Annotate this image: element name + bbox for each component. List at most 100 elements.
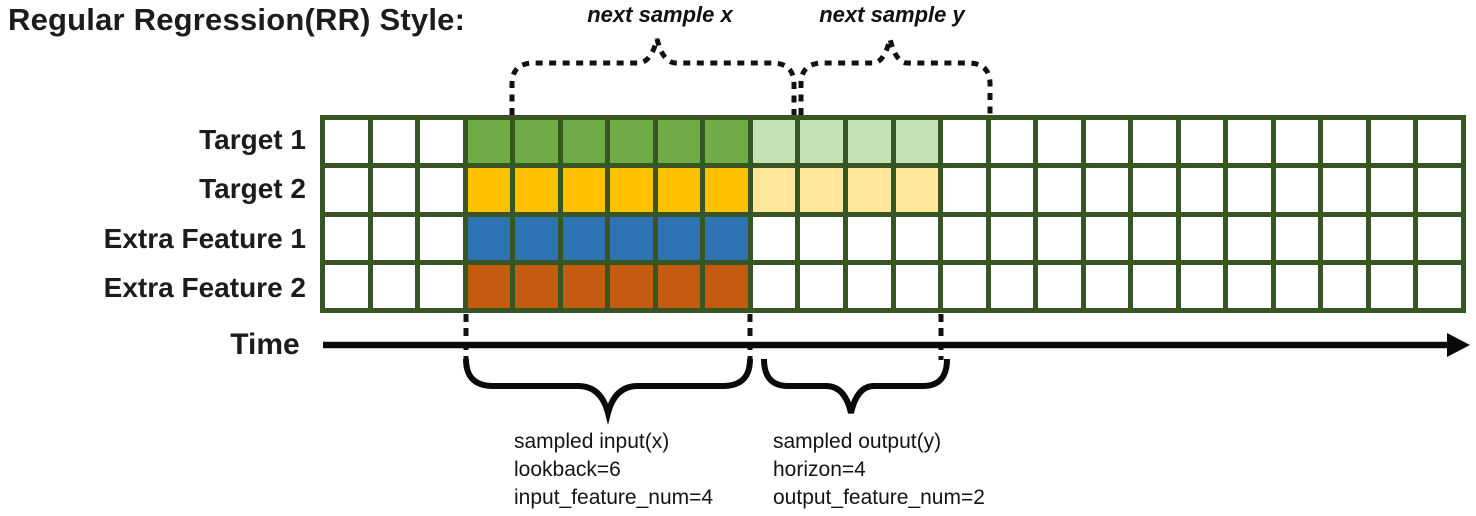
cell-r1-c23 [1418,168,1461,212]
cell-r2-c17 [1133,216,1176,260]
cell-r0-c2 [420,120,463,164]
cell-r1-c13 [943,168,986,212]
cell-r2-c9 [752,216,796,260]
row-labels: Target 1 Target 2 Extra Feature 1 Extra … [0,115,306,313]
cell-r0-c13 [943,120,986,164]
cell-r1-c0 [325,168,368,212]
cell-r2-c7 [657,216,701,260]
sampled-input-title: sampled input(x) [514,430,670,453]
cell-r0-c20 [1275,120,1319,164]
cell-r0-c1 [372,120,416,164]
diagram-title: Regular Regression(RR) Style: [8,2,466,37]
grid [320,115,1466,313]
cell-r2-c5 [562,216,606,260]
cell-r2-c15 [1038,216,1081,260]
sampled-output-annotation: sampled output(y) horizon=4 output_featu… [773,428,985,512]
cell-r1-c3 [467,168,511,212]
cell-r0-c10 [800,120,843,164]
cell-r3-c13 [943,264,986,308]
cell-r3-c3 [467,264,511,308]
cell-r1-c2 [420,168,463,212]
cell-r3-c20 [1275,264,1319,308]
cell-r1-c15 [1038,168,1081,212]
cell-r2-c6 [610,216,653,260]
cell-r0-c17 [1133,120,1176,164]
cell-r0-c11 [847,120,891,164]
cell-r3-c14 [990,264,1034,308]
cell-r0-c4 [515,120,558,164]
cell-r2-c10 [800,216,843,260]
cell-r0-c16 [1085,120,1129,164]
output-feature-num-value: output_feature_num=2 [773,486,985,509]
cell-r0-c14 [990,120,1034,164]
next-sample-y-label: next sample y [819,2,965,27]
cell-r0-c12 [895,120,939,164]
cell-r2-c1 [372,216,416,260]
cell-r0-c3 [467,120,511,164]
horizon-value: horizon=4 [773,458,866,481]
time-axis-label: Time [230,328,300,361]
cell-r0-c22 [1370,120,1414,164]
cell-r2-c20 [1275,216,1319,260]
cell-r2-c12 [895,216,939,260]
cell-r1-c20 [1275,168,1319,212]
cell-r3-c7 [657,264,701,308]
cell-r2-c18 [1180,216,1224,260]
cell-r0-c21 [1323,120,1366,164]
cell-r3-c21 [1323,264,1366,308]
cell-r3-c18 [1180,264,1224,308]
cell-r0-c19 [1228,120,1271,164]
sampled-output-title: sampled output(y) [773,430,942,453]
next-sample-y-brace [798,38,993,115]
cell-r3-c17 [1133,264,1176,308]
cell-r0-c15 [1038,120,1081,164]
cell-r1-c1 [372,168,416,212]
cell-r2-c8 [705,216,748,260]
cell-r0-c18 [1180,120,1224,164]
cell-r1-c6 [610,168,653,212]
cell-r1-c19 [1228,168,1271,212]
cell-r0-c0 [325,120,368,164]
time-arrow-head [1447,333,1470,357]
cell-r3-c10 [800,264,843,308]
cell-r1-c17 [1133,168,1176,212]
cell-r3-c12 [895,264,939,308]
cell-r2-c14 [990,216,1034,260]
row-label-target-1: Target 1 [199,123,306,155]
cell-r3-c19 [1228,264,1271,308]
cell-r0-c5 [562,120,606,164]
cell-r2-c13 [943,216,986,260]
row-label-extra-feature-1: Extra Feature 1 [103,222,306,254]
cell-r2-c22 [1370,216,1414,260]
cell-r1-c9 [752,168,796,212]
sampled-input-brace [463,358,753,425]
cell-r1-c18 [1180,168,1224,212]
cell-r1-c8 [705,168,748,212]
cell-r2-c11 [847,216,891,260]
cell-r3-c6 [610,264,653,308]
cell-r3-c2 [420,264,463,308]
cell-r2-c19 [1228,216,1271,260]
cell-r2-c3 [467,216,511,260]
lookback-value: lookback=6 [514,458,621,481]
cell-r2-c2 [420,216,463,260]
cell-r3-c0 [325,264,368,308]
cell-r1-c22 [1370,168,1414,212]
cell-r0-c23 [1418,120,1461,164]
cell-r3-c22 [1370,264,1414,308]
cell-r3-c15 [1038,264,1081,308]
cell-r1-c7 [657,168,701,212]
cell-r3-c9 [752,264,796,308]
sampled-output-brace [761,358,950,414]
cell-r2-c4 [515,216,558,260]
cell-r1-c14 [990,168,1034,212]
next-sample-x-label: next sample x [587,2,733,27]
row-label-extra-feature-2: Extra Feature 2 [103,272,306,304]
row-label-target-2: Target 2 [199,173,306,205]
cell-r2-c0 [325,216,368,260]
cell-r3-c4 [515,264,558,308]
cell-r3-c23 [1418,264,1461,308]
cell-r3-c16 [1085,264,1129,308]
cell-r1-c10 [800,168,843,212]
cell-r1-c11 [847,168,891,212]
